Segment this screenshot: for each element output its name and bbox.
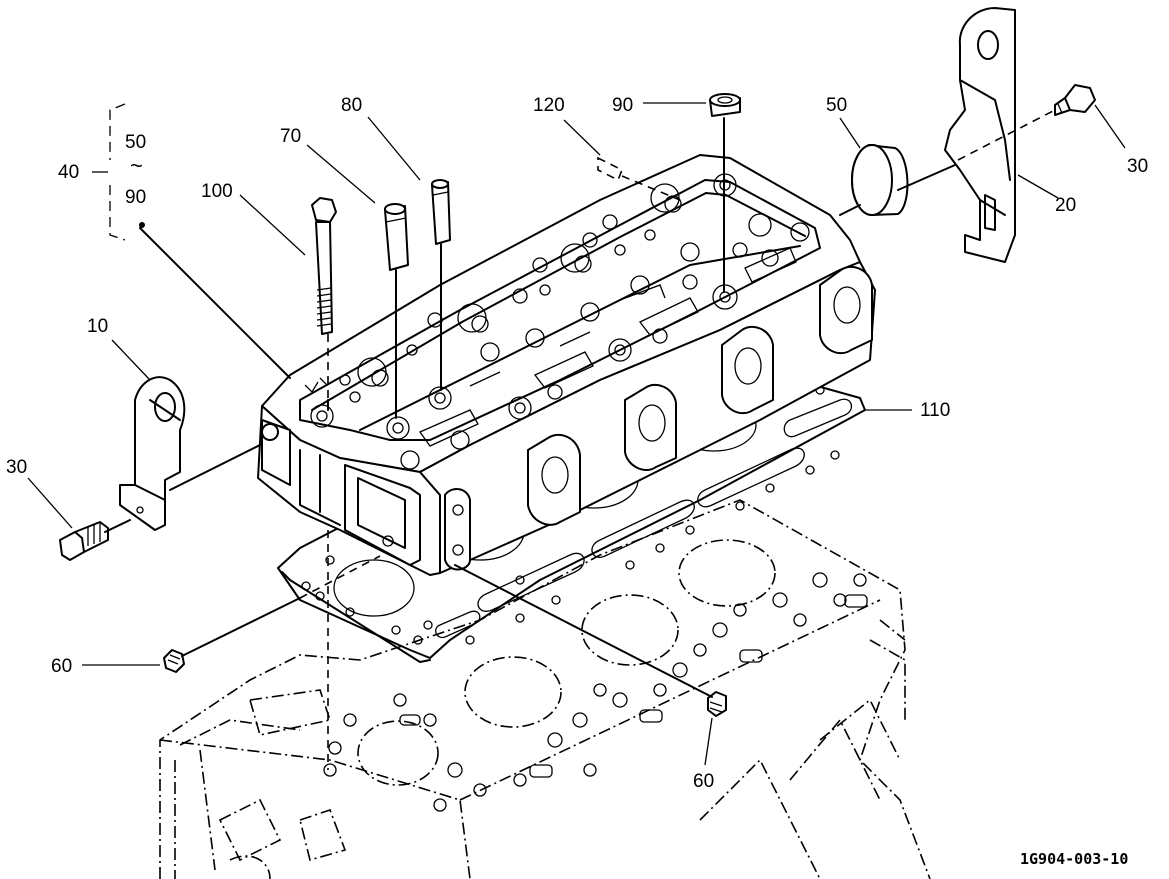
part-120-plug — [597, 156, 624, 182]
assembly-lines — [104, 109, 1056, 770]
callout-100: 100 — [201, 181, 233, 202]
part-70-valve-guide — [384, 203, 409, 271]
leader-lines — [27, 102, 1126, 766]
callout-80: 80 — [341, 95, 363, 116]
part-30-bolt-right — [1054, 84, 1096, 116]
callout-range-sep: ~ — [130, 153, 143, 178]
callout-range-from: 50 — [125, 132, 147, 153]
callout-70: 70 — [280, 126, 302, 147]
callout-90: 90 — [612, 95, 634, 116]
cylinder-head — [257, 154, 876, 576]
part-30-bolt-left — [59, 521, 109, 561]
callout-10: 10 — [87, 316, 109, 337]
callout-60-bottom: 60 — [693, 771, 715, 792]
part-60-nut-bottom — [707, 691, 727, 717]
callout-20: 20 — [1055, 195, 1077, 216]
callout-120: 120 — [533, 95, 565, 116]
callout-50: 50 — [826, 95, 848, 116]
callout-40: 40 — [58, 162, 80, 183]
callout-60-left: 60 — [51, 656, 73, 677]
part-20-lifting-bracket — [944, 7, 1016, 263]
part-10-lifting-bracket — [119, 376, 186, 531]
callout-30-right: 30 — [1127, 156, 1149, 177]
drawing-code: 1G904-003-10 — [1020, 850, 1129, 868]
callout-110: 110 — [920, 400, 951, 421]
engine-block — [159, 499, 931, 879]
part-100-head-bolt — [311, 197, 337, 335]
callout-30-left: 30 — [6, 457, 28, 478]
part-60-nut-left — [163, 649, 185, 673]
part-50-plug — [851, 144, 909, 216]
part-80-valve-guide — [431, 179, 451, 245]
callout-range-to: 90 — [125, 187, 147, 208]
part-90-seal — [709, 93, 741, 117]
